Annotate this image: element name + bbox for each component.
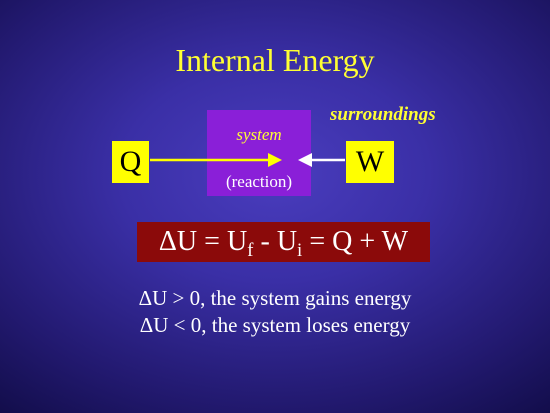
slide-title: Internal Energy bbox=[175, 42, 375, 78]
surroundings-label: surroundings bbox=[330, 104, 436, 125]
equation-part2: - U bbox=[253, 226, 298, 257]
q-box: Q bbox=[112, 141, 149, 183]
equation-sub-f: f bbox=[247, 240, 254, 261]
equation-part3: = Q + W bbox=[302, 226, 409, 257]
statement-loses: ΔU < 0, the system loses energy bbox=[139, 313, 411, 337]
system-box: system (reaction) bbox=[207, 110, 311, 196]
system-label: system bbox=[236, 125, 282, 144]
w-box: W bbox=[346, 141, 394, 183]
equation-part1: ΔU = U bbox=[158, 226, 248, 257]
equation-box: ΔU = Uf - Ui = Q + W bbox=[137, 222, 430, 262]
statement-gains: ΔU > 0, the system gains energy bbox=[138, 286, 412, 310]
equation-sub-i: i bbox=[297, 240, 303, 261]
reaction-label: (reaction) bbox=[225, 172, 293, 191]
